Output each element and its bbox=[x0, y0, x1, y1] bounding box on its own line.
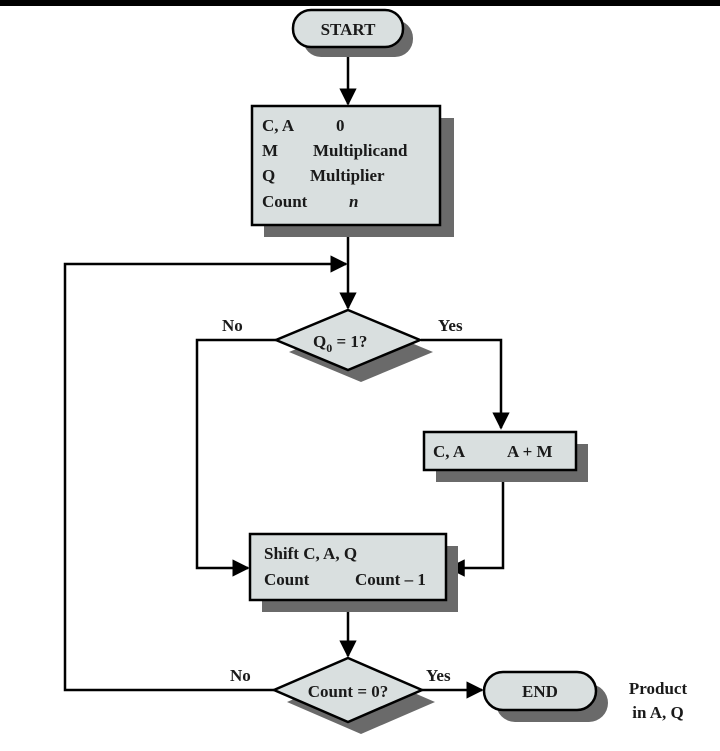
decision-q0: Q0 = 1? No Yes bbox=[222, 308, 463, 382]
shift-box-line-2-right: Count – 1 bbox=[355, 570, 426, 589]
start-label: START bbox=[321, 20, 376, 39]
init-box: C, A 0 M Multiplicand Q Multiplier Count… bbox=[250, 104, 454, 237]
decision-count-label: Count = 0? bbox=[308, 682, 389, 701]
decision-q0-no-label: No bbox=[222, 316, 243, 335]
add-box-right: A + M bbox=[507, 442, 553, 461]
shift-box-line-1: Shift C, A, Q bbox=[264, 544, 357, 563]
add-box-left: C, A bbox=[433, 442, 466, 461]
decision-count: Count = 0? No Yes bbox=[230, 656, 451, 734]
top-border-bar bbox=[0, 0, 720, 6]
init-line-4-right: n bbox=[349, 192, 358, 211]
init-line-3-left: Q bbox=[262, 166, 275, 185]
end-terminal: END bbox=[482, 670, 608, 722]
result-note-line-2: in A, Q bbox=[632, 703, 684, 722]
edge-count-no-loop bbox=[63, 255, 348, 692]
shift-box-line-2-left: Count bbox=[264, 570, 310, 589]
decision-count-no-label: No bbox=[230, 666, 251, 685]
init-line-2-right: Multiplicand bbox=[313, 141, 408, 160]
init-line-4-left: Count bbox=[262, 192, 308, 211]
start-terminal: START bbox=[291, 8, 413, 57]
result-note-line-1: Product bbox=[629, 679, 688, 698]
edge-q0-yes bbox=[421, 338, 510, 430]
init-line-1-right: 0 bbox=[336, 116, 345, 135]
init-line-3-right: Multiplier bbox=[310, 166, 385, 185]
decision-q0-label: Q0 = 1? bbox=[313, 332, 367, 355]
add-box: C, A A + M bbox=[422, 430, 588, 482]
decision-count-yes-label: Yes bbox=[426, 666, 451, 685]
result-note: Product in A, Q bbox=[629, 679, 688, 722]
edge-add-to-shift bbox=[447, 470, 505, 577]
decision-q0-yes-label: Yes bbox=[438, 316, 463, 335]
end-label: END bbox=[522, 682, 558, 701]
shift-box: Shift C, A, Q Count Count – 1 bbox=[248, 532, 458, 612]
init-line-2-left: M bbox=[262, 141, 278, 160]
init-line-1-left: C, A bbox=[262, 116, 295, 135]
edge-q0-no bbox=[195, 338, 276, 577]
